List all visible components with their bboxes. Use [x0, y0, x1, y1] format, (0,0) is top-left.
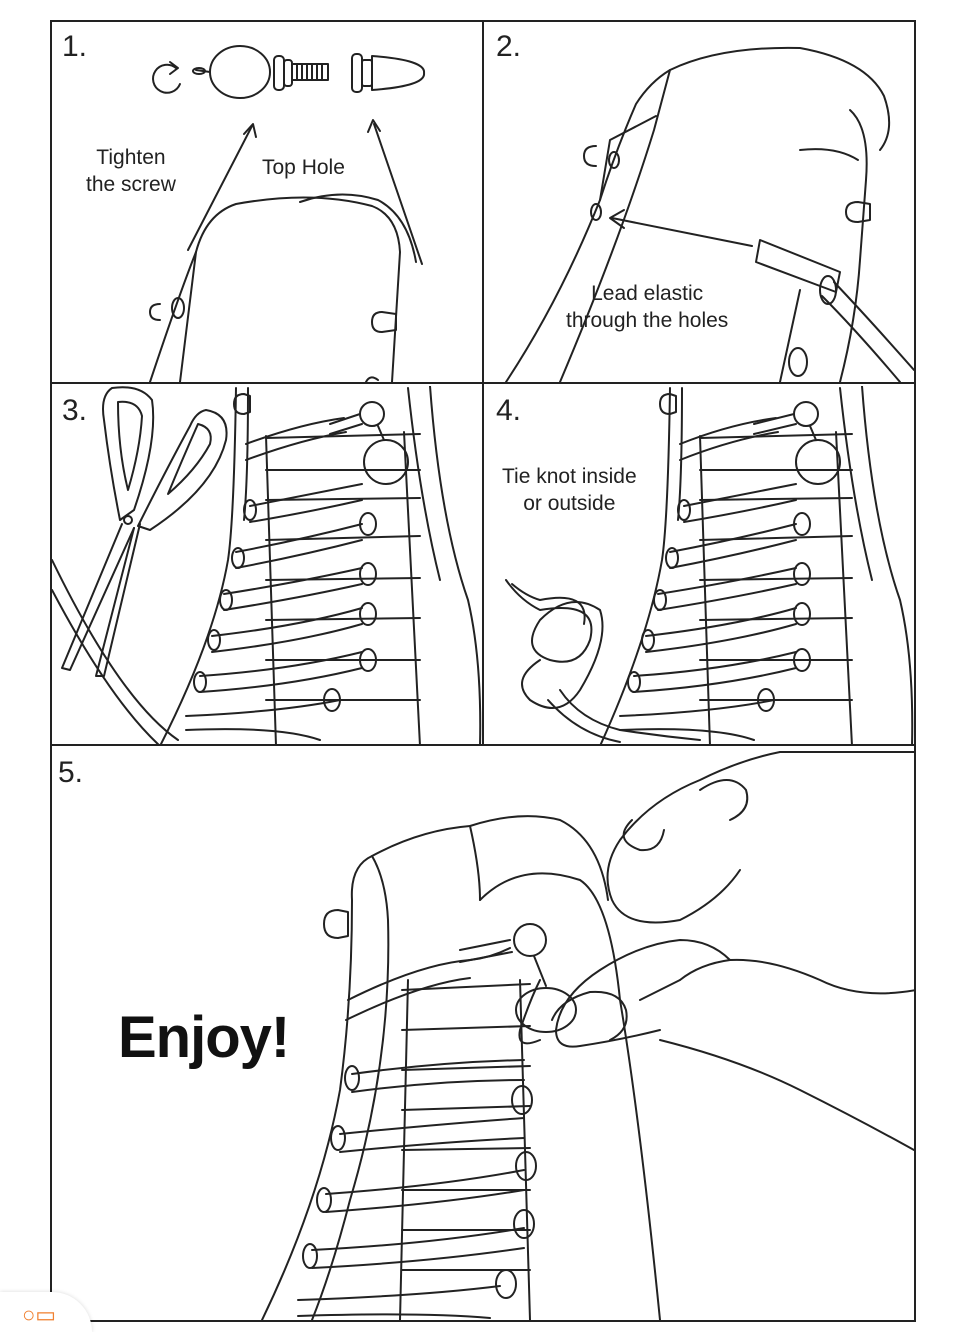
- panel-3-art: [52, 386, 480, 746]
- rotate-arrow-icon: [153, 65, 180, 93]
- panel-1-art: [150, 46, 424, 382]
- hand-icon: [680, 960, 916, 994]
- step-2-panel: [484, 20, 916, 384]
- step-number: 5.: [58, 756, 84, 789]
- knot-icon: [506, 580, 603, 708]
- video-camera-icon[interactable]: ○▭: [22, 1302, 57, 1327]
- step-3-panel: [50, 384, 484, 746]
- panel-2-art: [506, 48, 914, 382]
- step-number: 3.: [62, 394, 88, 427]
- step-number: 4.: [496, 394, 522, 427]
- caption-tighten-screw: Tighten the screw: [86, 146, 176, 196]
- step-number: 2.: [496, 30, 522, 63]
- caption-tie-knot: Tie knot inside or outside: [502, 465, 637, 515]
- bolt-cap-icon: [372, 56, 424, 90]
- scissors-icon: [103, 387, 153, 520]
- screw-icon: [292, 64, 328, 80]
- panel-5-art: [262, 752, 916, 1320]
- caption-lead-elastic: Lead elastic through the holes: [566, 282, 729, 332]
- panel-4-art: [506, 386, 912, 746]
- step-4-panel: [484, 384, 916, 746]
- step-number: 1.: [62, 30, 88, 63]
- caption-enjoy: Enjoy!: [118, 1005, 290, 1070]
- step-1-panel: [50, 20, 484, 384]
- caption-top-hole: Top Hole: [262, 156, 345, 179]
